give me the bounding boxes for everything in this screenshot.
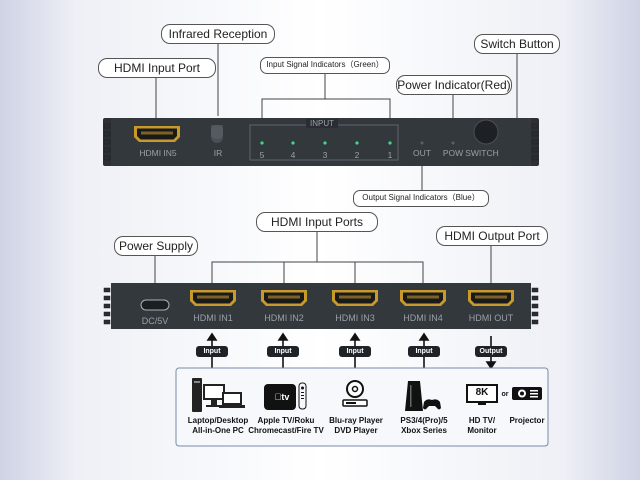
tag-output: Output bbox=[475, 346, 507, 357]
switch-button-graphic bbox=[473, 119, 499, 145]
label-hdmi-in1: HDMI IN1 bbox=[193, 313, 233, 323]
indicator-label-4: 4 bbox=[290, 150, 296, 160]
dc-port bbox=[140, 299, 170, 311]
tag-input-4: Input bbox=[408, 346, 440, 357]
apple-tv-icon bbox=[264, 382, 307, 410]
tag-input-3: Input bbox=[339, 346, 371, 357]
device-hdtv-line1: HD TV/ bbox=[468, 416, 496, 425]
out-indicator bbox=[420, 141, 424, 145]
callout-hdmi-output-port: HDMI Output Port bbox=[436, 226, 548, 246]
back-hdmi-ports bbox=[190, 290, 514, 306]
device-apple-line1: Apple TV/Roku bbox=[257, 416, 315, 425]
label-hdmi-in5: HDMI IN5 bbox=[139, 148, 177, 158]
hd-tv-icon bbox=[466, 384, 498, 405]
device-projector: Projector bbox=[509, 416, 545, 425]
label-input-header: INPUT bbox=[306, 119, 338, 128]
label-hdmi-in4: HDMI IN4 bbox=[403, 313, 443, 323]
device-hd-tv: HD TV/ Monitor bbox=[462, 416, 502, 436]
back-panel bbox=[103, 283, 539, 329]
label-dc-5v: DC/5V bbox=[141, 316, 169, 326]
callout-input-signal-indicators: Input Signal Indicators（Green） bbox=[260, 57, 390, 74]
callout-hdmi-input-ports: HDMI Input Ports bbox=[256, 212, 378, 232]
device-laptop-line1: Laptop/Desktop bbox=[187, 416, 249, 425]
device-bluray: Blu-ray Player DVD Player bbox=[326, 416, 386, 436]
power-indicator bbox=[451, 141, 455, 145]
device-apple-line2: Chromecast/Fire TV bbox=[248, 426, 324, 435]
label-or: or bbox=[501, 391, 509, 398]
device-ps-line2: Xbox Series bbox=[401, 426, 447, 435]
device-laptop-line2: All-in-One PC bbox=[192, 426, 244, 435]
indicator-label-2: 2 bbox=[354, 150, 360, 160]
projector-icon bbox=[512, 387, 542, 400]
label-out: OUT bbox=[413, 148, 431, 158]
callout-infrared-reception: Infrared Reception bbox=[161, 24, 275, 44]
bluray-player-icon bbox=[342, 380, 368, 407]
device-bluray-line2: DVD Player bbox=[334, 426, 378, 435]
label-hdmi-out: HDMI OUT bbox=[468, 313, 514, 323]
callout-output-signal-indicators: Output Signal Indicators（Blue） bbox=[353, 190, 489, 207]
device-game-console: PS3/4(Pro)/5 Xbox Series bbox=[394, 416, 454, 436]
device-laptop-desktop: Laptop/Desktop All-in-One PC bbox=[180, 416, 256, 436]
callout-power-supply: Power Supply bbox=[114, 236, 198, 256]
label-hdmi-in2: HDMI IN2 bbox=[264, 313, 304, 323]
indicator-label-5: 5 bbox=[259, 150, 265, 160]
indicator-label-1: 1 bbox=[387, 150, 393, 160]
ir-sensor bbox=[211, 125, 223, 143]
label-pow: POW bbox=[442, 148, 464, 158]
hdmi-in5-port bbox=[134, 126, 180, 142]
label-hdmi-in3: HDMI IN3 bbox=[335, 313, 375, 323]
callout-switch-button: Switch Button bbox=[474, 34, 560, 54]
callout-power-indicator: Power Indicator(Red) bbox=[396, 75, 512, 95]
apple-tv-logo-text: tv bbox=[275, 392, 290, 402]
input-indicators bbox=[260, 141, 392, 145]
tag-input-1: Input bbox=[196, 346, 228, 357]
device-bluray-line1: Blu-ray Player bbox=[329, 416, 383, 425]
device-hdtv-line2: Monitor bbox=[467, 426, 497, 435]
callout-hdmi-input-port: HDMI Input Port bbox=[98, 58, 216, 78]
label-switch: SWITCH bbox=[465, 148, 499, 158]
indicator-label-3: 3 bbox=[322, 150, 328, 160]
device-ps-line1: PS3/4(Pro)/5 bbox=[400, 416, 448, 425]
tag-input-2: Input bbox=[267, 346, 299, 357]
label-ir: IR bbox=[213, 148, 223, 158]
badge-8k: 8K bbox=[475, 387, 489, 398]
device-apple-tv: Apple TV/Roku Chromecast/Fire TV bbox=[246, 416, 326, 436]
laptop-desktop-icon bbox=[192, 378, 245, 412]
game-console-icon bbox=[405, 381, 441, 411]
